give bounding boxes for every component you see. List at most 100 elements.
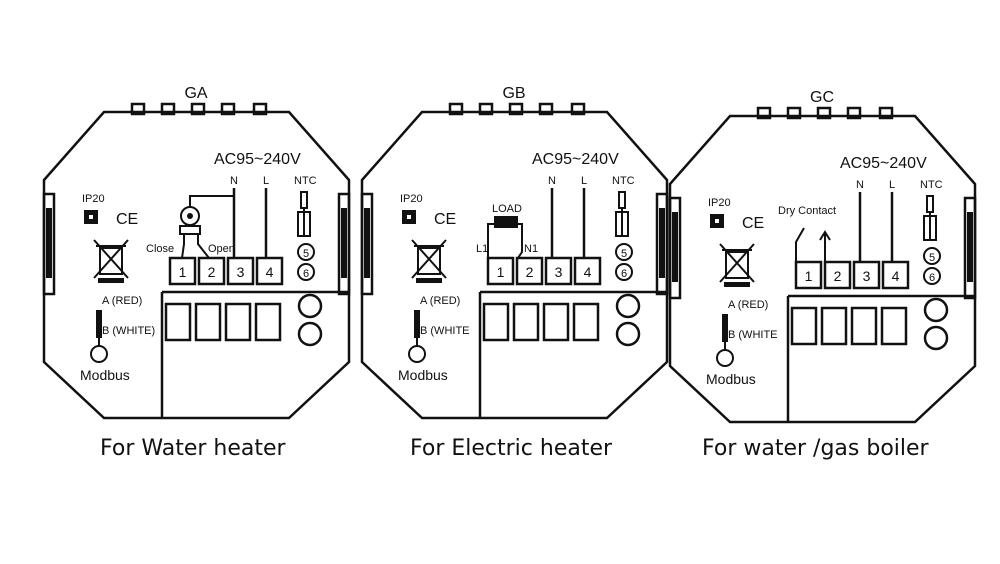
modbus-label: Modbus [80, 367, 130, 383]
segment-window [482, 302, 510, 342]
ntc-terminal-label-5: 5 [621, 248, 627, 260]
load-n1-label: N1 [524, 243, 538, 255]
ac-voltage-label: AC95~240V [532, 151, 619, 168]
load-label: LOAD [492, 203, 522, 215]
ntc-terminal-5 [297, 243, 315, 261]
modbus-probe-stem [414, 310, 420, 338]
segment-window [194, 302, 222, 342]
terminal-label-2: 2 [526, 264, 534, 280]
round-button-bottom [923, 325, 949, 351]
right-bracket [963, 196, 977, 300]
top-tab [252, 102, 268, 116]
terminal-4 [881, 260, 910, 290]
panel-title: GA [184, 85, 207, 102]
bin-body [99, 247, 123, 275]
ntc-terminal-5 [615, 243, 633, 261]
terminal-label-1: 1 [179, 264, 187, 280]
valve-wire-close [181, 234, 185, 259]
ntc-terminal-label-5: 5 [303, 248, 309, 260]
ntc-terminal-5 [923, 247, 941, 265]
left-bracket [42, 192, 56, 296]
ip-square-hole [715, 219, 719, 223]
live-label: L [581, 175, 587, 187]
ntc-terminal-label-5: 5 [929, 252, 935, 264]
ip-rating-label: IP20 [82, 193, 105, 205]
panel-title: GC [810, 89, 834, 106]
ntc-terminal-label-6: 6 [621, 268, 627, 280]
bin-bar [724, 282, 750, 287]
modbus-a-label: A (RED) [420, 295, 460, 307]
ce-mark: CE [116, 211, 138, 228]
right-bracket-inner [341, 208, 347, 278]
load-wire-l1 [487, 223, 494, 258]
left-bracket [360, 192, 374, 296]
bin-body [417, 247, 441, 275]
bin-cross-b [93, 239, 129, 279]
segment-window [164, 302, 192, 342]
terminal-2 [515, 256, 544, 286]
ntc-label: NTC [920, 179, 943, 191]
terminal-4 [255, 256, 284, 286]
caption-gb: For Electric heater [410, 436, 613, 461]
top-tab [786, 106, 802, 120]
weee-bin-icon [411, 239, 447, 283]
ntc-probe-head [300, 191, 308, 209]
segment-window [512, 302, 540, 342]
ac-voltage-label: AC95~240V [840, 155, 927, 172]
modbus-b-label: B (WHITE [728, 329, 778, 341]
dry-contact-switch [795, 227, 805, 262]
top-tab [220, 102, 236, 116]
terminal-1 [486, 256, 515, 286]
modbus-probe-stem [96, 310, 102, 338]
bin-body [725, 251, 749, 279]
ntc-terminal-6 [297, 263, 315, 281]
weee-bin-icon [719, 243, 755, 287]
modbus-probe-stem [722, 314, 728, 342]
caption-ga: For Water heater [100, 436, 286, 461]
valve-open-label: Open [208, 243, 235, 255]
round-button-top [615, 293, 641, 319]
terminal-label-4: 4 [584, 264, 592, 280]
right-bracket-inner [659, 208, 665, 278]
terminal-label-2: 2 [208, 264, 216, 280]
live-label: L [263, 175, 269, 187]
round-button-top [923, 297, 949, 323]
segment-window [820, 306, 848, 346]
right-bracket-inner [967, 212, 973, 282]
modbus-b-label: B (WHITE [420, 325, 470, 337]
right-bracket [337, 192, 351, 296]
modbus-label: Modbus [706, 371, 756, 387]
top-tab [508, 102, 524, 116]
left-bracket-inner [46, 208, 52, 278]
terminal-1 [794, 260, 823, 290]
left-bracket-inner [364, 208, 370, 278]
ntc-label: NTC [612, 175, 635, 187]
top-tab [448, 102, 464, 116]
load-l1-label: L1 [476, 243, 488, 255]
ntc-terminal-label-6: 6 [303, 268, 309, 280]
bin-bar [416, 278, 442, 283]
left-bracket-inner [672, 212, 678, 282]
terminal-label-3: 3 [555, 264, 563, 280]
ip-rating-label: IP20 [400, 193, 423, 205]
bin-cross-b [411, 239, 447, 279]
dry-contact-label: Dry Contact [778, 205, 836, 217]
terminal-3 [852, 260, 881, 290]
valve-wire-open [197, 234, 210, 259]
top-tab [756, 106, 772, 120]
ntc-probe-head [926, 195, 934, 213]
terminal-label-3: 3 [863, 268, 871, 284]
ce-mark: CE [742, 215, 764, 232]
round-button-bottom [615, 321, 641, 347]
ntc-probe-body [923, 215, 937, 241]
terminal-2 [197, 256, 226, 286]
ntc-probe-head [618, 191, 626, 209]
left-bracket [668, 196, 682, 300]
modbus-label: Modbus [398, 367, 448, 383]
ac-voltage-label: AC95~240V [214, 151, 301, 168]
ip-square-hole [89, 215, 93, 219]
terminal-3 [226, 256, 255, 286]
terminal-label-1: 1 [805, 268, 813, 284]
